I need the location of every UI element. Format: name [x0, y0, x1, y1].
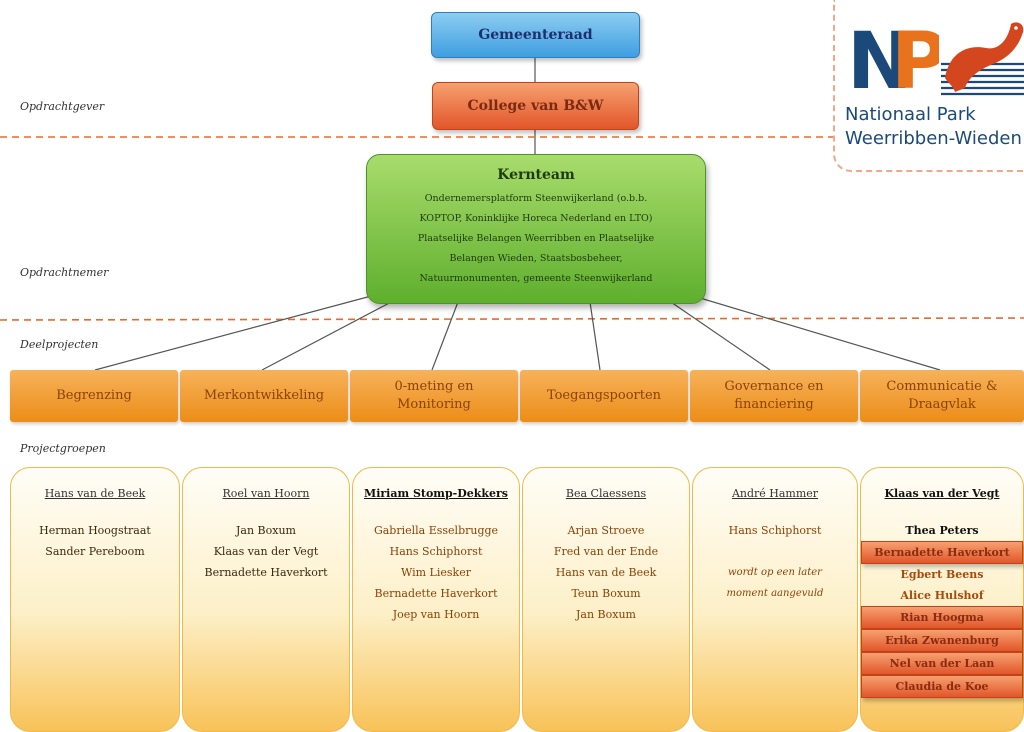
- separator-opdrachtnemer: [0, 317, 1024, 321]
- deelproject-communicatie: Communicatie & Draagvlak: [860, 370, 1024, 422]
- projectgroep-member: Wim Liesker: [401, 566, 471, 579]
- projectgroep-member: Sander Pereboom: [45, 545, 145, 558]
- np-otter-logo-mark: N P: [847, 16, 1024, 106]
- level-label-opdrachtgever: Opdrachtgever: [20, 100, 105, 113]
- logo-title-line1: Nationaal Park: [845, 104, 976, 125]
- projectgroep-spacer: [693, 541, 857, 562]
- projectgroep-member: Egbert Beens: [900, 568, 984, 581]
- kernteam-line: Plaatselijke Belangen Weerribben en Plaa…: [417, 233, 655, 244]
- projectgroep-lead: Roel van Hoorn: [222, 487, 310, 500]
- projectgroep-member: Jan Boxum: [236, 524, 296, 537]
- projectgroep-member: Fred van der Ende: [553, 545, 659, 558]
- deelproject-label-line2: Monitoring: [397, 397, 471, 412]
- college-box: College van B&W: [432, 82, 639, 130]
- projectgroep-member: Gabriella Esselbrugge: [373, 524, 499, 537]
- projectgroep-card-begrenzing: Hans van de Beek Herman Hoogstraat Sande…: [10, 467, 180, 732]
- projectgroep-member: Klaas van der Vegt: [213, 545, 319, 558]
- deelproject-label-line2: financiering: [734, 397, 814, 412]
- deelproject-label: Merkontwikkeling: [203, 388, 325, 403]
- deelproject-begrenzing: Begrenzing: [10, 370, 178, 422]
- projectgroep-member: Rian Hoogma: [861, 606, 1023, 629]
- projectgroep-member: Hans Schiphorst: [728, 524, 822, 537]
- level-label-opdrachtnemer: Opdrachtnemer: [20, 266, 109, 279]
- projectgroep-card-governance: André Hammer Hans Schiphorst wordt op ee…: [692, 467, 858, 732]
- connector-kernteam-governance: [667, 299, 771, 371]
- projectgroep-member: Teun Boxum: [571, 587, 641, 600]
- projectgroep-member: Erika Zwanenburg: [861, 629, 1023, 652]
- projectgroep-note: moment aangevuld: [726, 588, 824, 599]
- kernteam-title: Kernteam: [497, 167, 575, 183]
- deelproject-label-line2: Draagvlak: [908, 397, 976, 412]
- kernteam-line: Natuurmonumenten, gemeente Steenwijkerla…: [419, 273, 653, 284]
- connector-kernteam-communicatie: [689, 294, 941, 371]
- kernteam-box: Kernteam Ondernemersplatform Steenwijker…: [366, 154, 706, 304]
- connector-kernteam-merkontwikkeling: [261, 299, 396, 371]
- projectgroep-member: Claudia de Koe: [861, 675, 1023, 698]
- logo-letter-p: P: [891, 17, 948, 106]
- projectgroep-lead: Miriam Stomp-Dekkers: [364, 487, 508, 500]
- projectgroep-member: Hans van de Beek: [555, 566, 657, 579]
- gemeenteraad-box: Gemeenteraad: [431, 12, 640, 58]
- projectgroep-member: Jan Boxum: [576, 608, 636, 621]
- projectgroep-member: Arjan Stroeve: [567, 524, 645, 537]
- projectgroep-card-merkontwikkeling: Roel van Hoorn Jan Boxum Klaas van der V…: [182, 467, 350, 732]
- projectgroep-card-communicatie: Klaas van der Vegt Thea Peters Bernadett…: [860, 467, 1024, 732]
- projectgroep-member: Herman Hoogstraat: [39, 524, 151, 537]
- kernteam-line: Belangen Wieden, Staatsbosbeheer,: [449, 253, 623, 264]
- deelproject-label: Governance en: [724, 379, 824, 394]
- projectgroep-member: Joep van Hoorn: [392, 608, 480, 621]
- deelproject-merkontwikkeling: Merkontwikkeling: [180, 370, 348, 422]
- projectgroep-member: Bernadette Haverkort: [374, 587, 498, 600]
- projectgroep-lead: Bea Claessens: [565, 487, 647, 500]
- otter-icon: [939, 16, 1024, 98]
- deelproject-governance: Governance en financiering: [690, 370, 858, 422]
- projectgroep-note: wordt op een later: [728, 567, 822, 578]
- kernteam-line: KOPTOP, Koninklijke Horeca Nederland en …: [419, 213, 653, 224]
- deelproject-label: Begrenzing: [56, 388, 132, 403]
- projectgroep-member: Thea Peters: [905, 524, 979, 537]
- projectgroep-member: Hans Schiphorst: [389, 545, 483, 558]
- projectgroep-lead: Klaas van der Vegt: [884, 487, 1000, 500]
- projectgroep-member: Bernadette Haverkort: [204, 566, 328, 579]
- projectgroep-lead: Hans van de Beek: [44, 487, 146, 500]
- projectgroep-lead: André Hammer: [731, 487, 819, 500]
- projectgroep-member: Alice Hulshof: [900, 589, 984, 602]
- projectgroep-member: Bernadette Haverkort: [861, 541, 1023, 564]
- deelproject-label: Toegangspoorten: [546, 388, 662, 403]
- deelproject-toegangspoorten: Toegangspoorten: [520, 370, 688, 422]
- level-label-projectgroepen: Projectgroepen: [20, 442, 106, 455]
- connector-kernteam-begrenzing: [94, 294, 376, 371]
- deelproject-label: 0-meting en: [394, 379, 474, 394]
- deelproject-0-meting: 0-meting en Monitoring: [350, 370, 518, 422]
- logo-title-line2: Weerribben-Wieden: [845, 128, 1022, 149]
- projectgroep-card-toegangspoorten: Bea Claessens Arjan Stroeve Fred van der…: [522, 467, 690, 732]
- nationaal-park-logo: N P Nationaal Park Weerribben-Wieden: [833, 0, 1024, 172]
- projectgroep-member: Nel van der Laan: [861, 652, 1023, 675]
- kernteam-line: Ondernemersplatform Steenwijkerland (o.b…: [424, 193, 648, 204]
- level-label-deelprojecten: Deelprojecten: [20, 338, 99, 351]
- projectgroep-card-0-meting: Miriam Stomp-Dekkers Gabriella Esselbrug…: [352, 467, 520, 732]
- deelproject-label: Communicatie &: [886, 379, 998, 394]
- connector-kernteam-toegangspoorten: [589, 301, 601, 371]
- connector-kernteam-0meting: [431, 301, 459, 371]
- logo-letter-n: N: [847, 17, 912, 106]
